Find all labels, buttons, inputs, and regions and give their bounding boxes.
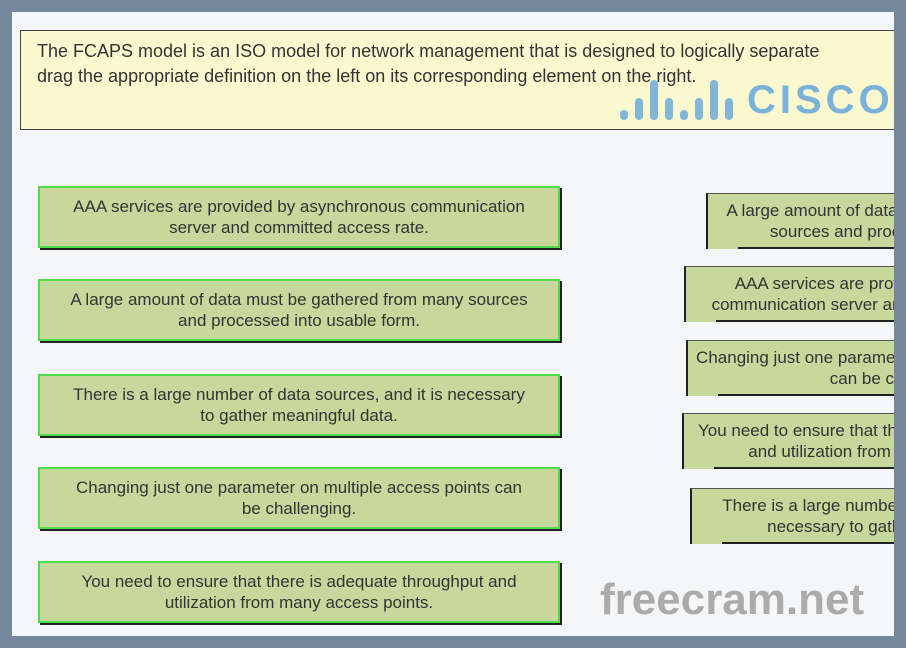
drop-target[interactable]: A large amount of data must be gathered … (706, 193, 894, 249)
drop-target[interactable]: AAA services are provided by asynchronou… (684, 266, 894, 322)
prompt-line-1: The FCAPS model is an ISO model for netw… (37, 41, 820, 61)
target-text: There is a large number of data sources,… (722, 496, 894, 536)
definition-text: You need to ensure that there is adequat… (81, 572, 517, 612)
target-text: AAA services are provided by asynchronou… (711, 274, 894, 314)
draggable-definition[interactable]: Changing just one parameter on multiple … (38, 467, 560, 529)
definition-text: A large amount of data must be gathered … (70, 290, 528, 330)
target-text: You need to ensure that there is adequat… (697, 421, 894, 461)
prompt-line-2: drag the appropriate definition on the l… (37, 66, 697, 86)
target-text: A large amount of data must be gathered … (726, 201, 894, 241)
draggable-definition[interactable]: A large amount of data must be gathered … (38, 279, 560, 341)
draggable-definition[interactable]: There is a large number of data sources,… (38, 374, 560, 436)
question-prompt: The FCAPS model is an ISO model for netw… (20, 30, 894, 130)
drop-target[interactable]: Changing just one parameter on multiple … (686, 340, 894, 396)
drop-target[interactable]: There is a large number of data sources,… (690, 488, 894, 544)
drop-target[interactable]: You need to ensure that there is adequat… (682, 413, 894, 469)
definition-text: Changing just one parameter on multiple … (75, 478, 523, 518)
question-panel: The FCAPS model is an ISO model for netw… (12, 12, 894, 636)
draggable-definition[interactable]: You need to ensure that there is adequat… (38, 561, 560, 623)
draggable-definition[interactable]: AAA services are provided by asynchronou… (38, 186, 560, 248)
target-text: Changing just one parameter on multiple … (696, 348, 894, 388)
definition-text: AAA services are provided by asynchronou… (73, 197, 525, 237)
definition-text: There is a large number of data sources,… (73, 385, 525, 425)
